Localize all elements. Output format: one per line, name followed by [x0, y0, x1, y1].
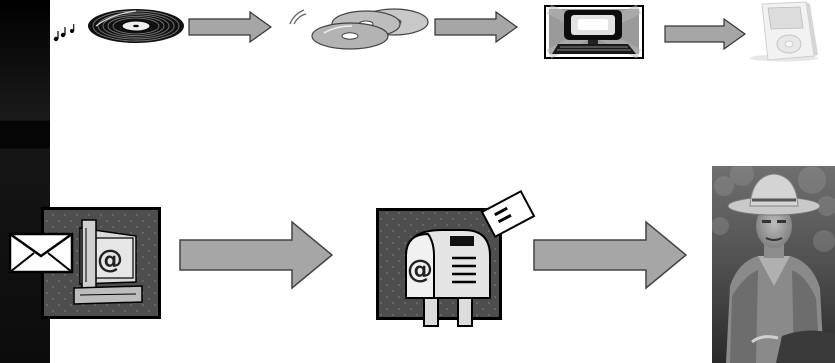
flow-arrow-4: [178, 220, 334, 290]
mailbox-icon: @: [372, 186, 536, 332]
cowboy-photo: [712, 166, 835, 363]
vinyl-record-icon: [52, 6, 184, 50]
email-computer-icon: @: [8, 206, 162, 320]
mp3-player-icon: [746, 0, 820, 62]
email-at-symbol: @: [97, 245, 123, 275]
flying-letter-icon: [480, 189, 536, 239]
flow-arrow-5: [532, 220, 688, 290]
envelope-icon: [8, 232, 74, 274]
cd-discs-icon: [286, 6, 436, 50]
music-notes-icon: [53, 24, 75, 42]
mailbox-at-symbol: @: [407, 255, 433, 285]
flow-arrow-2: [434, 11, 518, 43]
flow-arrow-1: [188, 11, 272, 43]
desktop-computer-icon: [544, 5, 644, 59]
flow-arrow-3: [664, 18, 746, 50]
